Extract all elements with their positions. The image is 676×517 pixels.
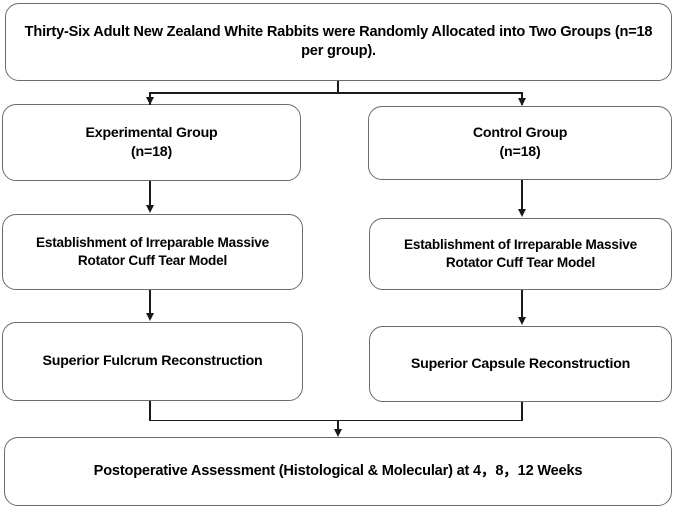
node-control-procedure-label: Superior Capsule Reconstruction	[410, 355, 631, 372]
connector-merge-stem	[337, 419, 339, 435]
node-experimental-group: Experimental Group (n=18)	[2, 104, 301, 181]
node-control-model-label: Establishment of Irreparable Massive Rot…	[403, 237, 638, 270]
node-postoperative-assessment-label: Postoperative Assessment (Histological &…	[93, 462, 583, 479]
node-experimental-procedure-label: Superior Fulcrum Reconstruction	[42, 353, 263, 370]
node-control-group-label: Control Group (n=18)	[472, 125, 568, 160]
connector-experimental-model-to-procedure	[149, 290, 151, 315]
connector-control-group-to-model	[521, 180, 523, 210]
node-study-population-label: Thirty-Six Adult New Zealand White Rabbi…	[24, 23, 653, 59]
arrowhead-to-control-group	[517, 98, 526, 106]
arrowhead-to-experimental-procedure	[145, 313, 154, 321]
node-experimental-model-label: Establishment of Irreparable Massive Rot…	[35, 235, 270, 268]
node-experimental-procedure: Superior Fulcrum Reconstruction	[2, 322, 303, 401]
arrowhead-to-postoperative-assessment	[333, 429, 342, 437]
node-control-model: Establishment of Irreparable Massive Rot…	[369, 218, 672, 290]
node-study-population: Thirty-Six Adult New Zealand White Rabbi…	[5, 3, 672, 81]
node-postoperative-assessment: Postoperative Assessment (Histological &…	[4, 437, 672, 506]
arrowhead-to-experimental-model	[145, 205, 154, 213]
connector-split-bar	[149, 92, 523, 94]
node-control-procedure: Superior Capsule Reconstruction	[369, 326, 672, 402]
connector-experimental-group-to-model	[149, 181, 151, 207]
connector-merge-right-drop	[521, 402, 523, 421]
connector-merge-left-drop	[149, 401, 151, 421]
connector-merge-bar	[149, 419, 523, 422]
node-experimental-model: Establishment of Irreparable Massive Rot…	[2, 214, 303, 290]
arrowhead-to-control-model	[517, 209, 526, 217]
node-experimental-group-label: Experimental Group (n=18)	[85, 124, 218, 160]
arrowhead-to-experimental-group	[145, 97, 154, 105]
connector-control-model-to-procedure	[521, 290, 523, 319]
arrowhead-to-control-procedure	[517, 317, 526, 325]
node-control-group: Control Group (n=18)	[368, 106, 672, 180]
connector-split-stem	[337, 81, 339, 93]
